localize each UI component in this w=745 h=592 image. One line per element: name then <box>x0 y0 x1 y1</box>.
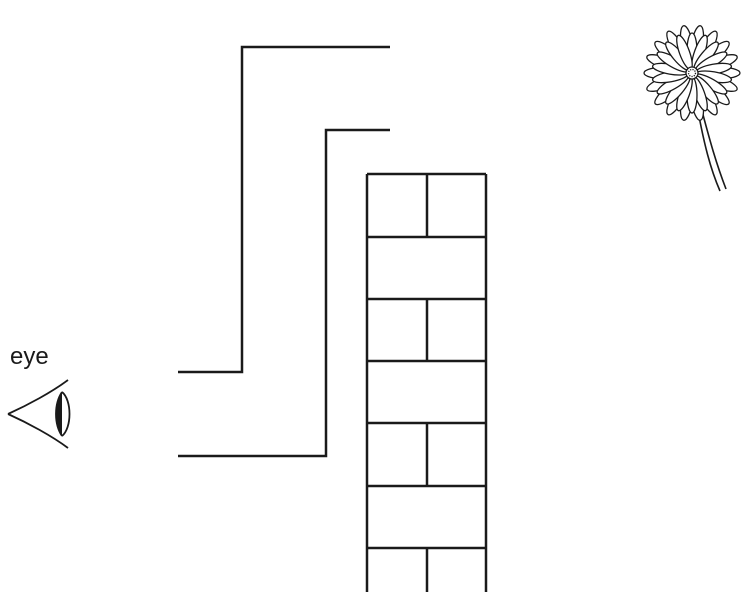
brick-wall <box>367 174 486 592</box>
periscope-outer-wall <box>178 47 390 372</box>
eye-icon <box>8 380 70 448</box>
eye-label: eye <box>10 343 49 370</box>
daisy-flower-icon <box>644 25 740 191</box>
periscope-inner-wall <box>178 130 390 456</box>
